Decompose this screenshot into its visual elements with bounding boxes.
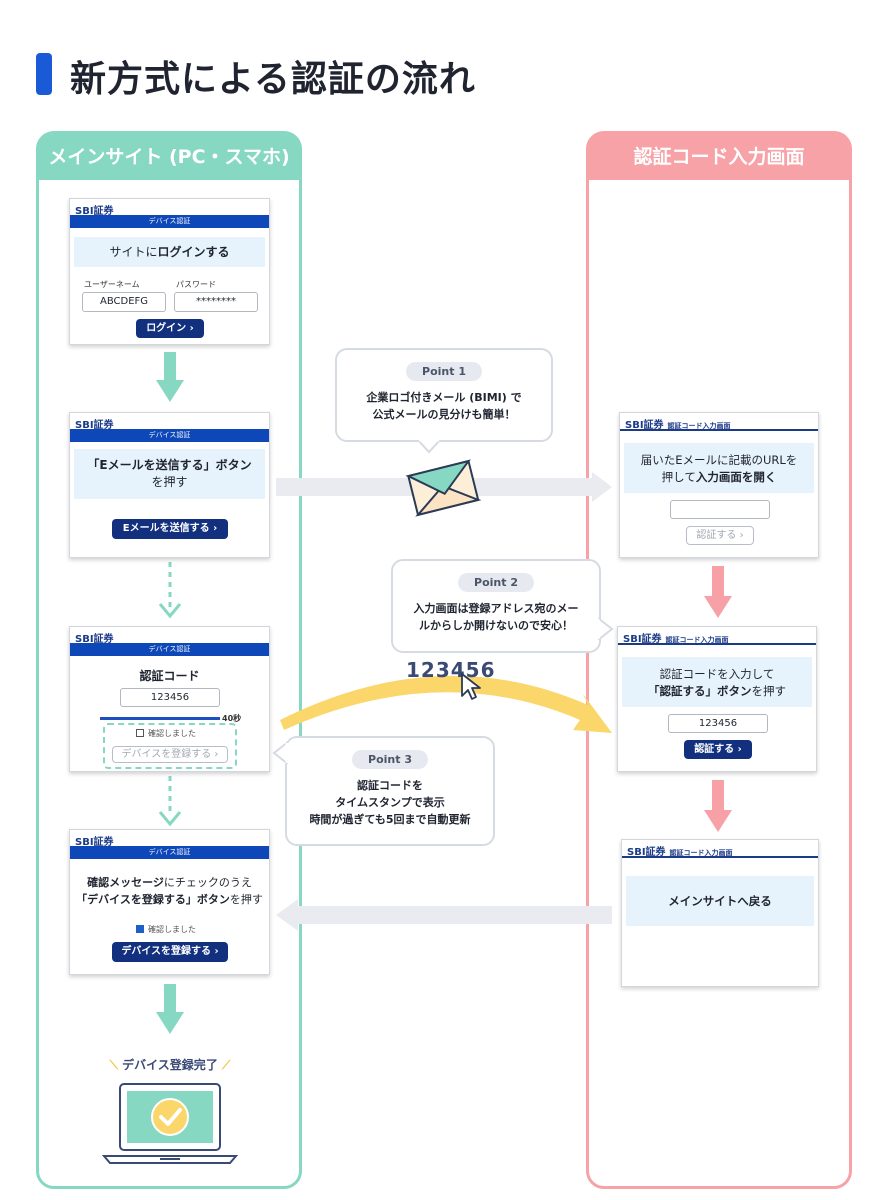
auth-code-card: SBI証券 デバイス認証 認証コード 123456 40秒 確認しました デバイ…: [69, 626, 270, 772]
timer-bar: [100, 717, 220, 720]
confirm-checkbox-row[interactable]: 確認しました: [136, 728, 196, 739]
floating-code: 123456: [406, 658, 496, 682]
send-email-card: SBI証券 デバイス認証 「Eメールを送信する」ボタンを押す Eメールを送信する…: [69, 412, 270, 558]
point1-text: 企業ロゴ付きメール (BIMI) で公式メールの見分けも簡単！: [366, 391, 522, 421]
point1-bubble: Point 1 企業ロゴ付きメール (BIMI) で公式メールの見分けも簡単！: [335, 348, 553, 442]
header-rule: [620, 429, 818, 431]
device-auth-band: デバイス認証: [70, 429, 269, 442]
arrow-down-1: [156, 352, 184, 402]
send-email-button[interactable]: Eメールを送信する ›: [112, 519, 228, 539]
register-device-card: SBI証券 デバイス認証 確認メッセージにチェックのうえ 「デバイスを登録する」…: [69, 829, 270, 975]
point3-highlight: [103, 723, 237, 769]
auth-code-heading: 認証コード: [139, 669, 200, 683]
login-button[interactable]: ログイン ›: [136, 319, 204, 338]
cursor-icon: [461, 673, 481, 700]
dashed-arrow-2: [158, 562, 182, 619]
point3-bubble: Point 3 認証コードをタイムスタンプで表示時間が過ぎても5回まで自動更新: [285, 736, 495, 846]
sparkle-icon: ⟋: [217, 1058, 231, 1072]
envelope-icon: [405, 459, 482, 517]
pink-arrow-2: [704, 780, 732, 832]
confirm-checkbox-row-checked[interactable]: 確認しました: [136, 924, 196, 935]
device-auth-band: デバイス認証: [70, 643, 269, 656]
main-site-lane: メインサイト (PC・スマホ): [36, 131, 302, 1189]
code-input-filled[interactable]: 123456: [668, 714, 768, 733]
timer-label: 40秒: [222, 714, 242, 723]
return-message: メインサイトへ戻る: [626, 876, 814, 926]
arrow-down-4: [156, 984, 184, 1034]
main-site-lane-header: メインサイト (PC・スマホ): [39, 134, 299, 180]
open-entry-message: 届いたEメールに記載のURLを 押して入力画面を開く: [624, 443, 814, 493]
checkbox-unchecked[interactable]: [136, 729, 144, 737]
password-field[interactable]: ********: [174, 292, 258, 312]
point3-tail: [272, 742, 288, 764]
header-rule: [622, 856, 818, 858]
sbi-logo: SBI証券: [75, 206, 114, 217]
grey-arrow-left: [276, 899, 612, 931]
sbi-logo: SBI証券認証コード入力画面: [623, 634, 729, 645]
code-input-empty[interactable]: [670, 500, 770, 519]
return-card: SBI証券認証コード入力画面 メインサイトへ戻る: [621, 839, 819, 987]
enter-code-message: 認証コードを入力して 「認証する」ボタンを押す: [622, 657, 812, 707]
yellow-curved-arrow: [280, 675, 612, 733]
title-accent-bar: [36, 53, 52, 95]
point3-text: 認証コードをタイムスタンプで表示時間が過ぎても5回まで自動更新: [309, 779, 471, 826]
password-label: パスワード: [176, 280, 216, 289]
sbi-logo: SBI証券: [75, 634, 114, 645]
device-auth-band: デバイス認証: [70, 846, 269, 859]
sbi-logo: SBI証券認証コード入力画面: [627, 847, 733, 858]
authenticate-button[interactable]: 認証する ›: [684, 740, 752, 759]
auth-code-display: 123456: [120, 688, 220, 707]
sbi-logo: SBI証券認証コード入力画面: [625, 420, 731, 431]
point1-label: Point 1: [406, 362, 482, 381]
point2-tail: [598, 618, 614, 640]
code-entry-lane: 認証コード入力画面: [586, 131, 852, 1189]
sbi-logo: SBI証券: [75, 420, 114, 431]
login-message: サイトにログインする: [74, 237, 265, 267]
point2-label: Point 2: [458, 573, 534, 592]
dashed-arrow-3: [158, 776, 182, 827]
page-title: 新方式による認証の流れ: [70, 59, 476, 100]
sparkle-icon: ⟍: [109, 1058, 123, 1072]
device-registered-label: ⟍ デバイス登録完了 ⟋: [109, 1058, 231, 1072]
header-rule: [618, 643, 816, 645]
point2-text: 入力画面は登録アドレス宛のメールからしか開けないので安心！: [413, 602, 579, 632]
username-label: ユーザーネーム: [84, 280, 140, 289]
point3-label: Point 3: [352, 750, 428, 769]
point1-tail: [418, 440, 440, 454]
login-card: SBI証券 デバイス認証 サイトにログインする ユーザーネーム パスワード AB…: [69, 198, 270, 345]
point2-bubble: Point 2 入力画面は登録アドレス宛のメールからしか開けないので安心！: [391, 559, 601, 653]
pink-arrow-1: [704, 566, 732, 618]
register-message: 確認メッセージにチェックのうえ 「デバイスを登録する」ボタンを押す: [76, 876, 263, 906]
enter-code-card: SBI証券認証コード入力画面 認証コードを入力して 「認証する」ボタンを押す 1…: [617, 626, 817, 772]
laptop-check-icon: [101, 1083, 239, 1164]
device-auth-band: デバイス認証: [70, 215, 269, 228]
username-field[interactable]: ABCDEFG: [82, 292, 166, 312]
checkbox-checked[interactable]: [136, 925, 144, 933]
sbi-logo: SBI証券: [75, 837, 114, 848]
open-entry-card: SBI証券認証コード入力画面 届いたEメールに記載のURLを 押して入力画面を開…: [619, 412, 819, 558]
code-entry-lane-header: 認証コード入力画面: [589, 134, 849, 180]
register-device-button[interactable]: デバイスを登録する ›: [112, 942, 228, 962]
authenticate-button-disabled[interactable]: 認証する ›: [686, 526, 754, 545]
register-device-button-disabled[interactable]: デバイスを登録する ›: [112, 746, 228, 763]
send-email-message: 「Eメールを送信する」ボタンを押す: [74, 449, 265, 499]
